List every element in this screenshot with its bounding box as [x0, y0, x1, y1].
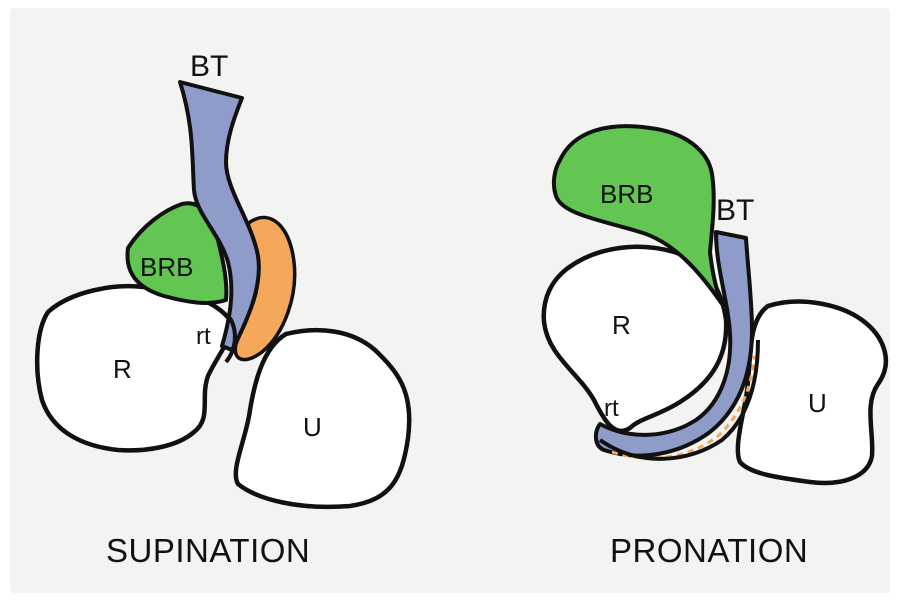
pronation-label-ulna: U — [808, 388, 827, 418]
supination-radius — [37, 286, 231, 450]
supination-label-bt: BT — [190, 50, 228, 83]
supination-label-rt: rt — [196, 323, 211, 350]
pronation-label-brb: BRB — [600, 179, 653, 209]
supination-label-ulna: U — [303, 412, 322, 442]
supination-label-brb: BRB — [140, 252, 193, 282]
pronation-label-bt: BT — [716, 194, 754, 227]
pronation-label-radius: R — [612, 310, 631, 340]
pronation-label-rt: rt — [604, 395, 619, 422]
supination-label-radius: R — [113, 354, 132, 384]
supination-caption: SUPINATION — [106, 532, 310, 569]
pronation-caption: PRONATION — [610, 532, 808, 569]
